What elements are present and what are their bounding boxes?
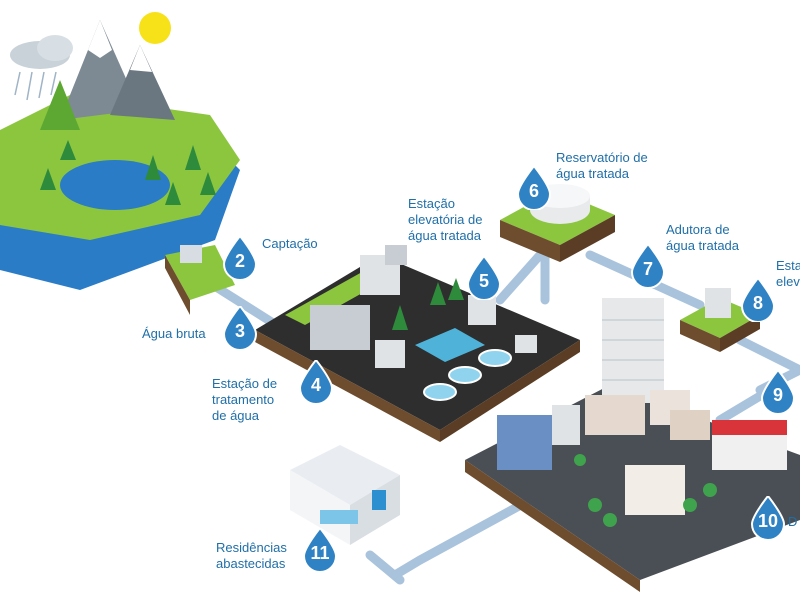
source-landscape — [0, 20, 240, 290]
step-5-number: 5 — [478, 271, 489, 291]
step-9-number: 9 — [772, 385, 783, 405]
step-2-label: Captação — [262, 236, 318, 251]
residence-room — [290, 445, 400, 545]
city — [465, 298, 800, 592]
step-9-drop-icon: 9 — [760, 370, 796, 414]
pump-station — [680, 288, 760, 352]
intake-structure — [165, 245, 235, 315]
step-2-drop-icon: 2 — [222, 236, 258, 280]
step-5-label: Estação elevatória de água tratada — [408, 196, 483, 243]
step-10-number: 10 — [757, 511, 779, 531]
step-8-label: Esta elev — [776, 258, 800, 289]
rain-cloud-icon — [10, 35, 73, 101]
step-11-label: Residências abastecidas — [216, 540, 287, 571]
step-3-number: 3 — [234, 321, 245, 341]
step-8-number: 8 — [752, 293, 763, 313]
step-11-number: 11 — [310, 543, 330, 563]
step-6-number: 6 — [528, 181, 539, 201]
treatment-plant — [255, 245, 580, 442]
step-3-drop-icon: 3 — [222, 306, 258, 350]
step-7-number: 7 — [642, 259, 653, 279]
step-4-drop-icon: 4 — [298, 360, 334, 404]
step-7-label: Adutora de água tratada — [666, 222, 740, 253]
step-2-number: 2 — [234, 251, 245, 271]
step-10-label: D — [788, 514, 798, 529]
step-10-drop-icon: 10 — [750, 496, 786, 540]
trees-left — [40, 140, 216, 205]
step-4-number: 4 — [310, 375, 321, 395]
step-8-drop-icon: 8 — [740, 278, 776, 322]
sun-icon — [139, 12, 171, 44]
step-6-drop-icon: 6 — [516, 166, 552, 210]
step-5-drop-icon: 5 — [466, 256, 502, 300]
step-3-label: Água bruta — [142, 326, 206, 341]
step-6-label: Reservatório de água tratada — [556, 150, 648, 181]
step-4-label: Estação de tratamento de água — [212, 376, 278, 423]
step-7-drop-icon: 7 — [630, 244, 666, 288]
step-11-drop-icon: 11 — [302, 528, 338, 572]
